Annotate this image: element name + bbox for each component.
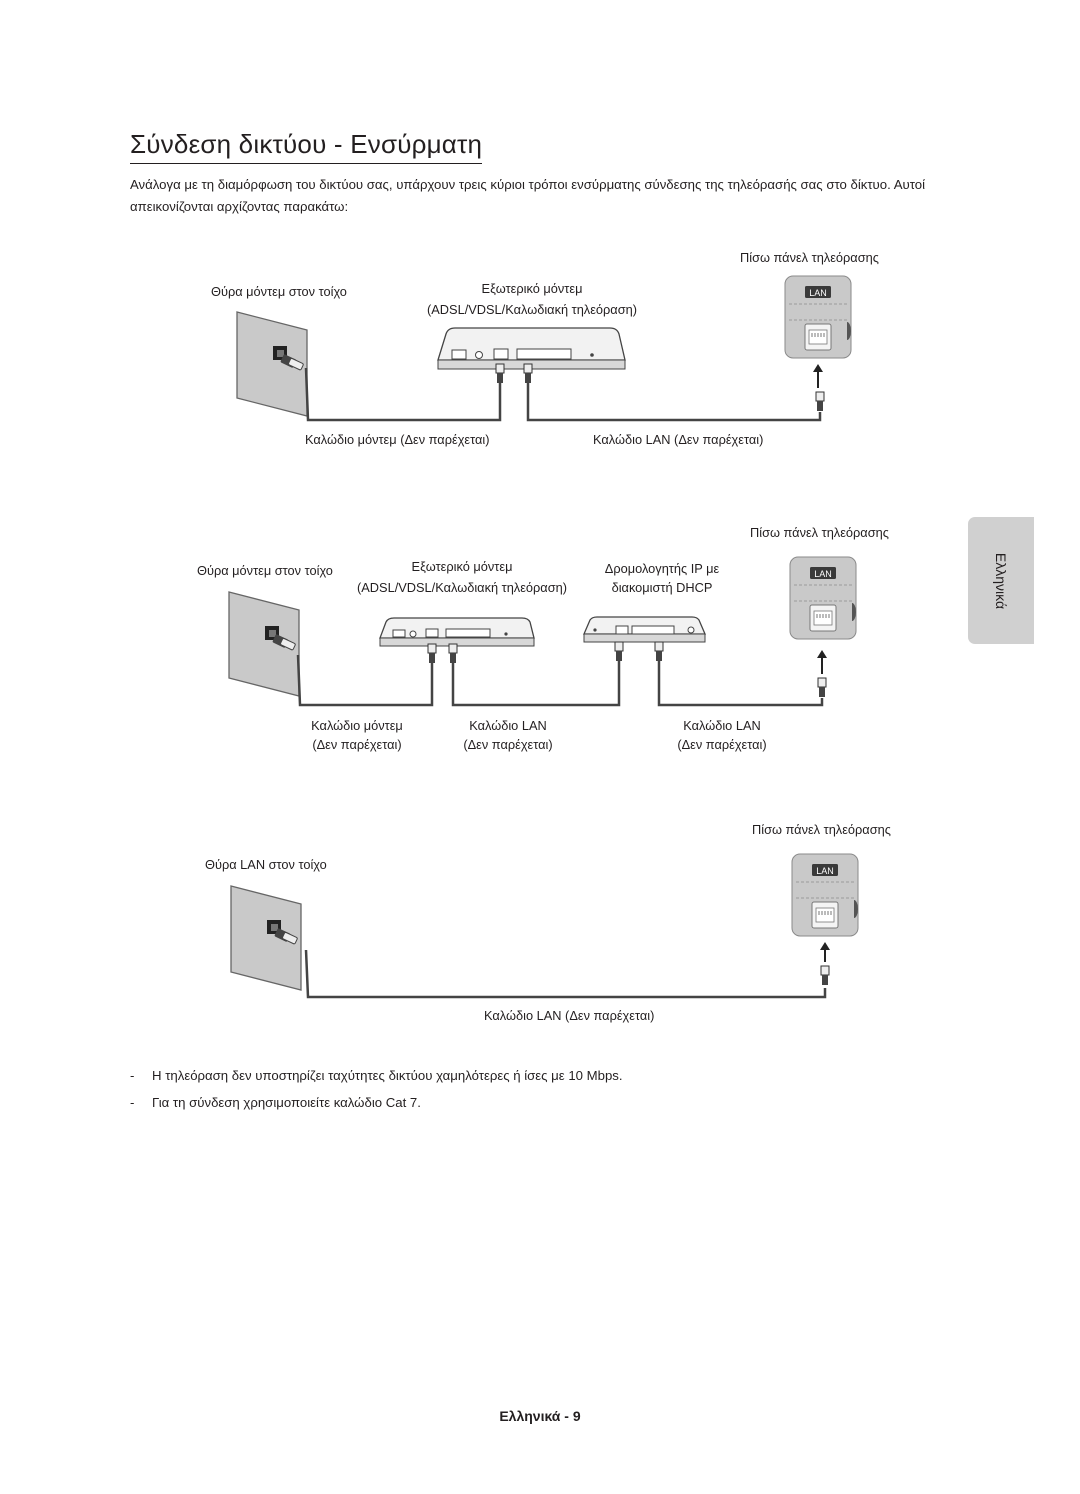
diagram-2 bbox=[228, 556, 857, 707]
wall-modem-port-2 bbox=[228, 591, 300, 697]
d1-modem-label: Εξωτερικό μόντεμ bbox=[481, 281, 583, 296]
d1-lan-cable-label: Καλώδιο LAN (Δεν παρέχεται) bbox=[593, 432, 764, 447]
d1-modem-cable-label: Καλώδιο μόντεμ (Δεν παρέχεται) bbox=[305, 432, 490, 447]
d2-tv-label: Πίσω πάνελ τηλεόρασης bbox=[750, 525, 889, 540]
external-modem-2 bbox=[379, 617, 535, 647]
note-dash: - bbox=[130, 1068, 135, 1083]
ip-router bbox=[583, 616, 706, 643]
external-modem-1 bbox=[437, 327, 626, 370]
d3-tv-label: Πίσω πάνελ τηλεόρασης bbox=[752, 822, 891, 837]
router-plug-in bbox=[614, 641, 624, 662]
d3-lan-cable-label: Καλώδιο LAN (Δεν παρέχεται) bbox=[484, 1008, 655, 1023]
page-footer: Ελληνικά - 9 bbox=[499, 1408, 581, 1424]
tv-plug-3 bbox=[820, 965, 830, 986]
d2-lan-cable-b-note: (Δεν παρέχεται) bbox=[677, 737, 767, 752]
router-plug-out bbox=[654, 641, 664, 662]
wall-modem-port-1 bbox=[236, 311, 308, 417]
intro-paragraph: Ανάλογα με τη διαμόρφωση του δικτύου σας… bbox=[130, 177, 926, 214]
d1-wall-label: Θύρα μόντεμ στον τοίχο bbox=[211, 284, 347, 299]
d2-lan-cable-a-label: Καλώδιο LAN bbox=[469, 718, 547, 733]
lan-badge-2: LAN bbox=[814, 569, 832, 579]
d3-wall-label: Θύρα LAN στον τοίχο bbox=[205, 857, 327, 872]
d2-wall-label: Θύρα μόντεμ στον τοίχο bbox=[197, 563, 333, 578]
modem-plug-2 bbox=[427, 643, 437, 664]
lan-plug-1 bbox=[523, 363, 533, 384]
lan-badge-1: LAN bbox=[809, 288, 827, 298]
d2-lan-cable-a-note: (Δεν παρέχεται) bbox=[463, 737, 553, 752]
diagram-3 bbox=[230, 853, 859, 999]
diagram-1 bbox=[236, 275, 852, 422]
notes-list: -Η τηλεόραση δεν υποστηρίζει ταχύτητες δ… bbox=[130, 1062, 623, 1116]
modem-plug-1 bbox=[495, 363, 505, 384]
note-item: -Για τη σύνδεση χρησιμοποιείτε καλώδιο C… bbox=[130, 1089, 623, 1116]
d1-tv-label: Πίσω πάνελ τηλεόρασης bbox=[740, 250, 879, 265]
d2-modem-type: (ADSL/VDSL/Καλωδιακή τηλεόραση) bbox=[357, 580, 567, 595]
lan-badge-3: LAN bbox=[816, 866, 834, 876]
language-side-tab[interactable]: Ελληνικά bbox=[968, 517, 1034, 644]
note-item: -Η τηλεόραση δεν υποστηρίζει ταχύτητες δ… bbox=[130, 1062, 623, 1089]
note-dash: - bbox=[130, 1095, 135, 1110]
wall-lan-port bbox=[230, 885, 302, 991]
page-title: Σύνδεση δικτύου - Ενσύρματη bbox=[130, 128, 483, 164]
d2-router-dhcp: διακομιστή DHCP bbox=[611, 580, 713, 595]
d2-modem-label: Εξωτερικό μόντεμ bbox=[411, 559, 513, 574]
tv-plug-1 bbox=[815, 391, 825, 412]
d2-router-label: Δρομολογητής IP με bbox=[604, 561, 720, 576]
d2-modem-cable-note: (Δεν παρέχεται) bbox=[312, 737, 402, 752]
d1-modem-type: (ADSL/VDSL/Καλωδιακή τηλεόραση) bbox=[427, 302, 637, 317]
d2-modem-cable-label: Καλώδιο μόντεμ bbox=[311, 718, 403, 733]
d2-lan-cable-b-label: Καλώδιο LAN bbox=[683, 718, 761, 733]
lan-plug-2a bbox=[448, 643, 458, 664]
tv-plug-2 bbox=[817, 677, 827, 698]
